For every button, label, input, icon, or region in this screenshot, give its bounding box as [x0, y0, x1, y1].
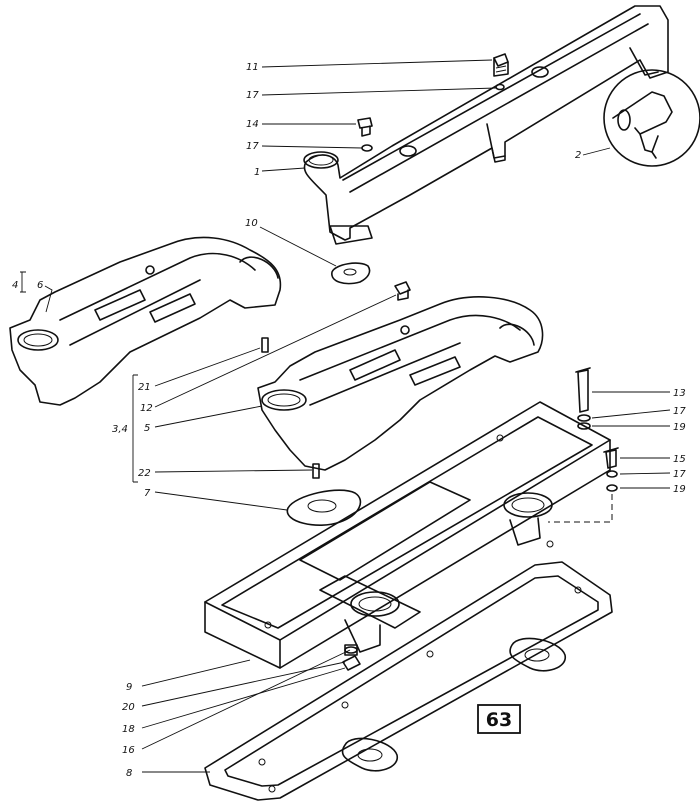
label-16: 16 — [122, 745, 135, 756]
label-15: 15 — [673, 454, 686, 465]
label-6: 6 — [37, 280, 43, 291]
label-2: 2 — [575, 150, 581, 161]
label-11: 11 — [246, 62, 259, 73]
figure-number: 63 — [486, 709, 512, 731]
washer-17-top — [495, 83, 505, 91]
washer-19-a — [577, 422, 591, 430]
part-gasket-loop — [204, 561, 613, 801]
bolt-15 — [603, 447, 619, 469]
label-13: 13 — [673, 388, 686, 399]
label-9: 9 — [126, 682, 132, 693]
part-gasket-7 — [286, 489, 362, 526]
washer-17-mid — [361, 144, 373, 152]
label-5: 5 — [144, 423, 150, 434]
label-12: 12 — [140, 403, 153, 414]
part-manifold-left — [9, 236, 282, 406]
label-17-b: 17 — [246, 141, 259, 152]
label-7: 7 — [144, 488, 151, 499]
part-manifold-tube — [303, 5, 669, 245]
label-14: 14 — [246, 119, 259, 130]
bolt-13 — [575, 367, 591, 413]
plug-12 — [394, 281, 411, 301]
washer-17-c — [606, 470, 618, 478]
part-manifold-right — [257, 296, 544, 471]
detail-circle — [603, 69, 700, 167]
part-gasket-small — [331, 262, 371, 285]
label-17-d: 17 — [673, 469, 686, 480]
figure-number-box: 63 — [477, 704, 521, 734]
label-19-a: 19 — [673, 422, 686, 433]
label-10: 10 — [245, 218, 258, 229]
washer-17-b — [577, 414, 591, 422]
stud-21 — [261, 337, 269, 353]
stud-22 — [312, 463, 320, 479]
label-20: 20 — [122, 702, 135, 713]
bolt-14 — [357, 117, 373, 137]
assembly-dash-line — [548, 494, 613, 523]
label-21: 21 — [138, 382, 151, 393]
label-3-4: 3,4 — [112, 424, 128, 435]
label-1: 1 — [254, 167, 260, 178]
nut-stack — [342, 644, 361, 671]
label-17-c: 17 — [673, 406, 686, 417]
part-cover-box — [204, 401, 611, 669]
label-22: 22 — [138, 468, 151, 479]
callout-labels: 11 17 14 17 1 2 10 4 6 21 12 3,4 5 22 7 … — [12, 62, 686, 779]
label-4: 4 — [12, 280, 18, 291]
label-8: 8 — [126, 768, 132, 779]
washer-19-b — [606, 484, 618, 492]
label-17-a: 17 — [246, 90, 259, 101]
label-18: 18 — [122, 724, 135, 735]
label-19-b: 19 — [673, 484, 686, 495]
leader-lines — [20, 59, 671, 773]
bolt-11 — [493, 53, 509, 77]
